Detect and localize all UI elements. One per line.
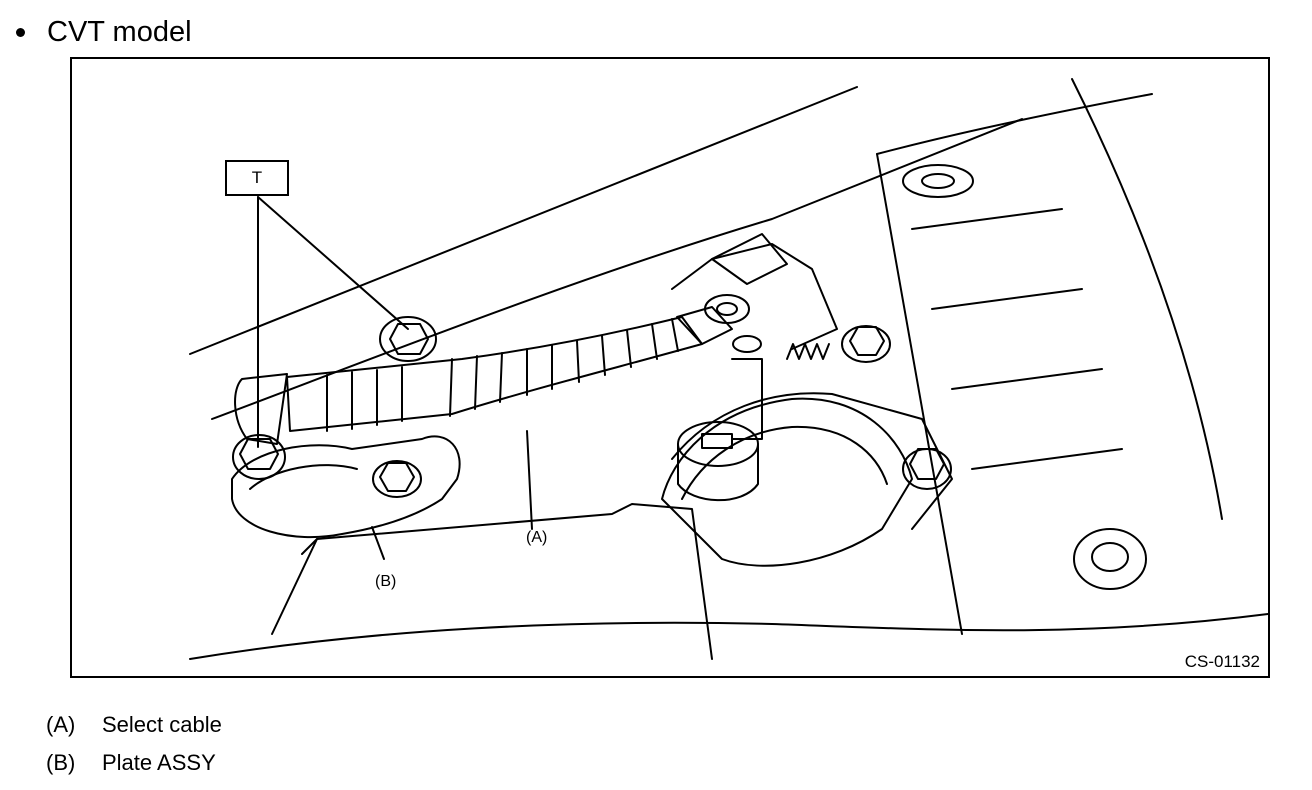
- lever-housing: [661, 397, 913, 567]
- cable-boot-rib: [326, 366, 403, 432]
- cable-end-bracket: [234, 373, 288, 445]
- rod-end-hole: [716, 302, 738, 316]
- frame-edge: [876, 93, 1153, 155]
- cable-boot-rib: [449, 318, 679, 417]
- legend-key: (B): [46, 750, 76, 775]
- bolt: [902, 448, 952, 490]
- figure-id: CS-01132: [1184, 652, 1260, 671]
- lever-arm: [731, 358, 763, 440]
- frame-edge: [876, 153, 963, 635]
- rod-end: [704, 294, 750, 324]
- plate-assy-detail: [249, 464, 358, 490]
- illustration-frame: T (A) (B) CS-01132: [70, 57, 1270, 678]
- lever-housing-detail: [681, 425, 888, 500]
- torque-label: T: [251, 168, 263, 187]
- select-cable: [286, 316, 703, 432]
- section-heading: CVT model: [12, 12, 192, 52]
- connector-block: [671, 243, 838, 350]
- legend-text: Plate ASSY: [102, 750, 216, 775]
- lever-pivot-body: [677, 443, 759, 502]
- body-line: [189, 613, 1268, 660]
- housing-edge: [271, 538, 318, 635]
- body-line: [211, 118, 1023, 420]
- connector: [711, 233, 788, 285]
- lever-pivot-slot: [701, 433, 733, 449]
- legend-item: (A) Select cable: [46, 706, 222, 744]
- bullet-icon: [16, 27, 25, 37]
- lever-housing-outline: [671, 392, 953, 530]
- frame-edge: [1071, 78, 1223, 520]
- heading-text: CVT model: [47, 16, 192, 48]
- spring: [786, 343, 830, 360]
- frame-rib: [911, 208, 1123, 470]
- body-line: [189, 86, 858, 355]
- legend-item: (B) Plate ASSY: [46, 744, 222, 782]
- plate-assy: [231, 435, 461, 538]
- legend: (A) Select cable (B) Plate ASSY: [46, 706, 222, 782]
- cvt-select-cable-illustration: [189, 78, 1268, 660]
- frame-hole: [902, 164, 974, 198]
- legend-text: Select cable: [102, 712, 222, 737]
- torque-leader-line: [257, 196, 409, 330]
- legend-key: (A): [46, 712, 76, 737]
- bolt: [841, 325, 891, 363]
- lever-pin: [732, 335, 762, 353]
- bolt: [372, 460, 422, 498]
- callout-b-label: (B): [375, 573, 397, 590]
- cable-rod: [676, 306, 733, 345]
- frame-hole-inner: [921, 173, 955, 189]
- callout-a-leader: [526, 430, 533, 530]
- callout-a-label: (A): [526, 529, 548, 546]
- torque-label-box: T: [225, 160, 289, 196]
- housing-edge: [301, 503, 713, 660]
- frame-boss: [1073, 528, 1147, 590]
- lever-pivot: [677, 421, 759, 467]
- frame-boss-inner: [1091, 542, 1129, 572]
- bolt: [379, 316, 437, 362]
- callout-b-leader: [371, 526, 385, 560]
